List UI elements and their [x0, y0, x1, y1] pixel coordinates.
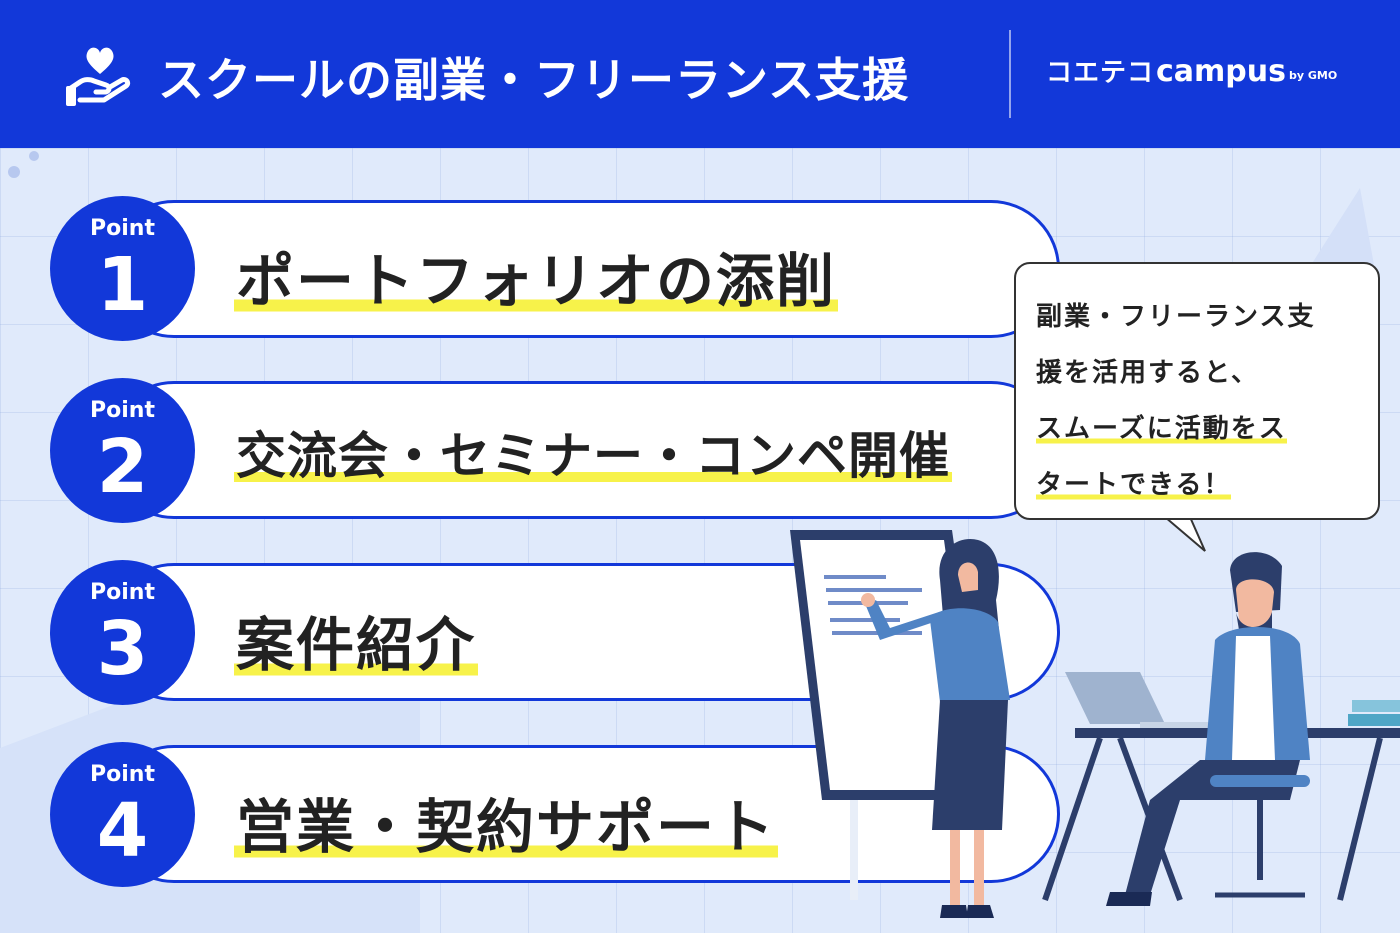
point-badge-1: Point 1 [50, 196, 195, 341]
page-title: スクールの副業・フリーランス支援 [158, 53, 910, 107]
header-divider [1009, 30, 1011, 118]
point-label-2: 交流会・セミナー・コンペ開催 [234, 416, 952, 488]
brand-campus: campus [1156, 54, 1286, 89]
point-number: 3 [96, 606, 149, 692]
point-badge-2: Point 2 [50, 378, 195, 523]
point-badge-4: Point 4 [50, 742, 195, 887]
speech-bubble-tail [1162, 515, 1206, 552]
bubble-line-2: 援を活用すると、 [1036, 358, 1259, 388]
brand-by: by GMO [1289, 69, 1338, 82]
hand-heart-icon [66, 47, 131, 106]
point-label-3: 案件紹介 [234, 598, 479, 682]
point-label-1: ポートフォリオの添削 [234, 234, 839, 318]
brand-name: コエテコ [1046, 58, 1155, 88]
point-number: 2 [96, 424, 149, 510]
bubble-line-4: タートできる！ [1036, 464, 1232, 501]
point-prefix: Point [90, 216, 155, 241]
point-number: 4 [96, 788, 149, 874]
bubble-line-1: 副業・フリーランス支 [1036, 302, 1316, 332]
point-number: 1 [96, 242, 149, 328]
point-badge-3: Point 3 [50, 560, 195, 705]
point-prefix: Point [90, 762, 155, 787]
point-prefix: Point [90, 398, 155, 423]
speech-bubble: 副業・フリーランス支 援を活用すると、 スムーズに活動をス タートできる！ [1014, 262, 1380, 520]
point-label-4: 営業・契約サポート [234, 780, 779, 864]
point-prefix: Point [90, 580, 155, 605]
bubble-line-3: スムーズに活動をス [1036, 408, 1287, 445]
